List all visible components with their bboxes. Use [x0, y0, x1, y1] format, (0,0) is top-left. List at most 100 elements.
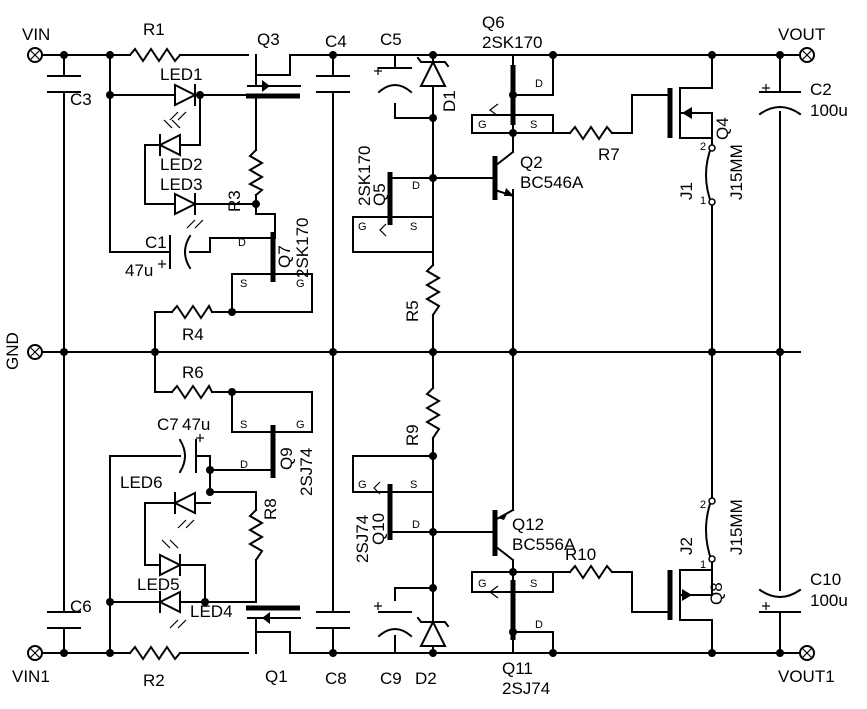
c5-label: C5	[380, 30, 402, 49]
q10-pin-s: S	[410, 479, 417, 491]
j1-label: J1	[677, 182, 696, 200]
capacitor-c8: C8	[316, 611, 350, 688]
transistor-q7: D S G Q7 2SK170	[238, 218, 312, 291]
q11-pin-s: S	[530, 578, 537, 590]
r4-label: R4	[182, 325, 204, 344]
q6-pin-d: D	[535, 78, 543, 90]
resistor-r9: R9	[403, 386, 441, 446]
transistor-q2: Q2 BC546A	[492, 150, 584, 200]
capacitor-c9: C9	[374, 602, 413, 688]
q5-pin-s: S	[410, 221, 417, 233]
c9-label: C9	[380, 669, 402, 688]
c6-label: C6	[70, 597, 92, 616]
q12-part: BC556A	[512, 535, 576, 554]
j1-pin-1: 1	[700, 195, 706, 207]
c1-value: 47u	[125, 261, 153, 280]
c8-label: C8	[325, 669, 347, 688]
j2-part: J15MM	[727, 499, 746, 555]
r1-label: R1	[143, 20, 165, 39]
q7-label: Q7	[275, 245, 294, 268]
q1-label: Q1	[265, 667, 288, 686]
terminal-vout-label: VOUT	[778, 25, 825, 44]
capacitor-c1: C1 47u	[125, 233, 192, 280]
q6-pin-g: G	[478, 119, 487, 131]
q9-part: 2SJ74	[297, 448, 316, 496]
led-led2: LED2	[157, 119, 203, 174]
capacitor-c7: C7 47u	[157, 415, 210, 474]
resistor-r5: R5	[403, 263, 441, 322]
q10-label: Q10	[369, 513, 388, 545]
q9-label: Q9	[277, 447, 296, 470]
terminal-vin1-label: VIN1	[12, 667, 50, 686]
q11-pin-g: G	[478, 578, 487, 590]
q11-part: 2SJ74	[502, 679, 550, 698]
diode-d2: D2	[415, 609, 450, 688]
j1-pin-2: 2	[700, 141, 706, 153]
led3-label: LED3	[160, 175, 203, 194]
q11-label: Q11	[502, 659, 533, 678]
j2-pin-2: 2	[700, 499, 706, 511]
q6-label: Q6	[482, 13, 505, 32]
c1-label: C1	[145, 233, 167, 252]
c10-value: 100u	[810, 591, 848, 610]
q9-pin-d: D	[240, 459, 248, 471]
led-led4: LED4	[157, 590, 233, 629]
terminal-gnd: GND	[3, 332, 43, 370]
q7-pin-g: G	[296, 278, 305, 290]
junctions	[60, 51, 784, 657]
terminal-vin-label: VIN	[22, 25, 50, 44]
c3-label: C3	[70, 90, 92, 109]
c10-label: C10	[810, 570, 841, 589]
q7-pin-s: S	[240, 278, 247, 290]
capacitor-c2: C2 100u	[758, 80, 848, 120]
diode-d1: D1	[416, 56, 459, 112]
q7-part: 2SK170	[293, 218, 312, 279]
led5-label: LED5	[137, 575, 180, 594]
q5-part: 2SK170	[355, 146, 374, 207]
j2-label: J2	[677, 537, 696, 555]
led-led1: LED1	[160, 65, 203, 121]
terminal-vin: VIN	[22, 25, 50, 63]
transistor-q3: Q3	[246, 30, 301, 99]
r8-label: R8	[261, 498, 280, 520]
transistor-q1: Q1	[246, 605, 301, 686]
q5-pin-g: G	[358, 221, 367, 233]
transistor-q6: D G S Q6 2SK170	[478, 13, 543, 131]
r7-label: R7	[598, 145, 620, 164]
r5-label: R5	[403, 300, 422, 322]
led-led3: LED3	[160, 175, 204, 229]
transistor-q10: G S D 2SJ74 Q10	[353, 479, 420, 563]
resistor-r8: R8	[248, 498, 280, 562]
led6-label: LED6	[120, 473, 163, 492]
terminal-vin1: VIN1	[12, 645, 50, 686]
c7-label: C7	[157, 415, 179, 434]
terminal-vout: VOUT	[778, 25, 825, 63]
led4-label: LED4	[190, 602, 233, 621]
j2-pin-1: 1	[700, 559, 706, 571]
transistor-q12: Q12 BC556A	[492, 508, 576, 562]
q9-pin-s: S	[240, 419, 247, 431]
transistor-q8: Q8	[667, 569, 726, 621]
transistor-q11: G S D Q11 2SJ74	[478, 578, 550, 698]
transistor-q4: Q4	[667, 87, 732, 140]
r3-label: R3	[225, 190, 244, 212]
q6-part: 2SK170	[482, 33, 543, 52]
jumper-j1: 2 1 J1 J15MM	[677, 141, 746, 207]
q5-label: Q5	[370, 183, 389, 206]
q5-pin-d: D	[412, 180, 420, 192]
led-led6: LED6	[120, 473, 196, 529]
jumper-j2: 2 1 J2 J15MM	[677, 496, 746, 571]
resistor-r10: R10	[565, 545, 614, 580]
q2-part: BC546A	[520, 173, 584, 192]
q9-pin-g: G	[296, 419, 305, 431]
transistor-q9: S G D Q9 2SJ74	[240, 419, 316, 496]
terminal-vout1-label: VOUT1	[778, 667, 835, 686]
resistor-r3: R3	[225, 148, 264, 212]
capacitor-c6: C6	[47, 597, 92, 629]
capacitor-c5: C5	[374, 30, 413, 94]
q10-pin-g: G	[358, 479, 367, 491]
c2-label: C2	[810, 80, 832, 99]
led-led5: LED5	[137, 539, 186, 594]
r10-label: R10	[565, 545, 596, 564]
q7-pin-d: D	[238, 237, 246, 249]
